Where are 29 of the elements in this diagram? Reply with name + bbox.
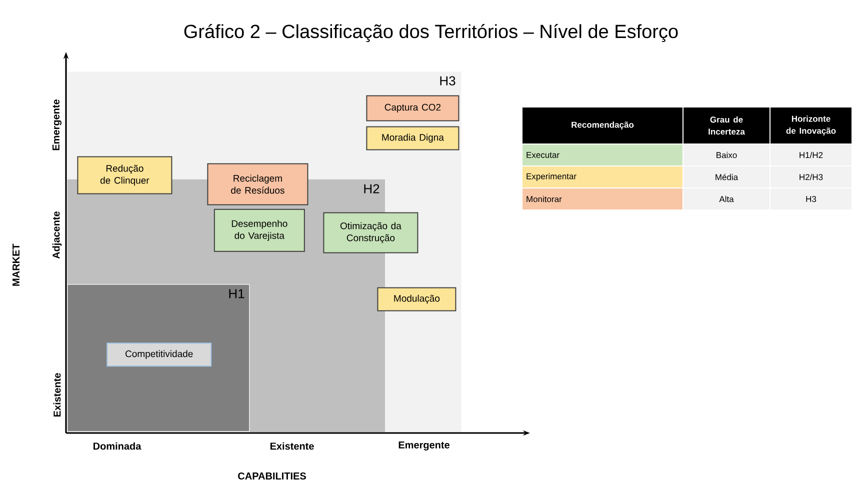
axis-title: CAPABILITIES — [238, 472, 306, 480]
territory-box: Moradia Digna — [366, 126, 460, 150]
territory-box: Reciclagem de Resíduos — [207, 163, 308, 206]
table-cell: Alta — [682, 188, 770, 210]
table-cell: Baixo — [682, 144, 770, 166]
table-cell: Média — [682, 166, 770, 188]
axis-label: Emergente — [52, 100, 62, 150]
table-header-cell: Horizonte de Inovação — [770, 106, 852, 144]
axis-title: MARKET — [12, 244, 20, 286]
territory-box: Competitividade — [106, 342, 212, 367]
territory-box: Desempenho do Varejista — [214, 208, 305, 252]
axis-label: Existente — [270, 442, 314, 450]
table-header-cell: Recomendação — [522, 106, 684, 144]
table-cell: H1/H2 — [770, 144, 852, 166]
table-cell: H3 — [770, 188, 852, 210]
axis-label: Emergente — [398, 442, 450, 450]
table-header-cell: Grau de Incerteza — [682, 106, 770, 144]
territory-box: Modulação — [377, 287, 456, 312]
territory-box: Redução de Clinquer — [77, 156, 172, 194]
territory-box: Captura CO2 — [366, 95, 460, 122]
axis-label: Adjacente — [52, 211, 62, 259]
table-cell: Experimentar — [522, 166, 684, 188]
table-cell: Executar — [522, 144, 684, 166]
territory-box: Otimização da Construção — [323, 212, 418, 254]
table-cell: H2/H3 — [770, 166, 852, 188]
table-cell: Monitorar — [522, 188, 684, 210]
axis-label: Dominada — [94, 442, 142, 450]
title: Gráfico 2 – Classificação dos Territórios – Nível de Esforço — [184, 24, 678, 42]
axis-label: Existente — [53, 373, 61, 417]
